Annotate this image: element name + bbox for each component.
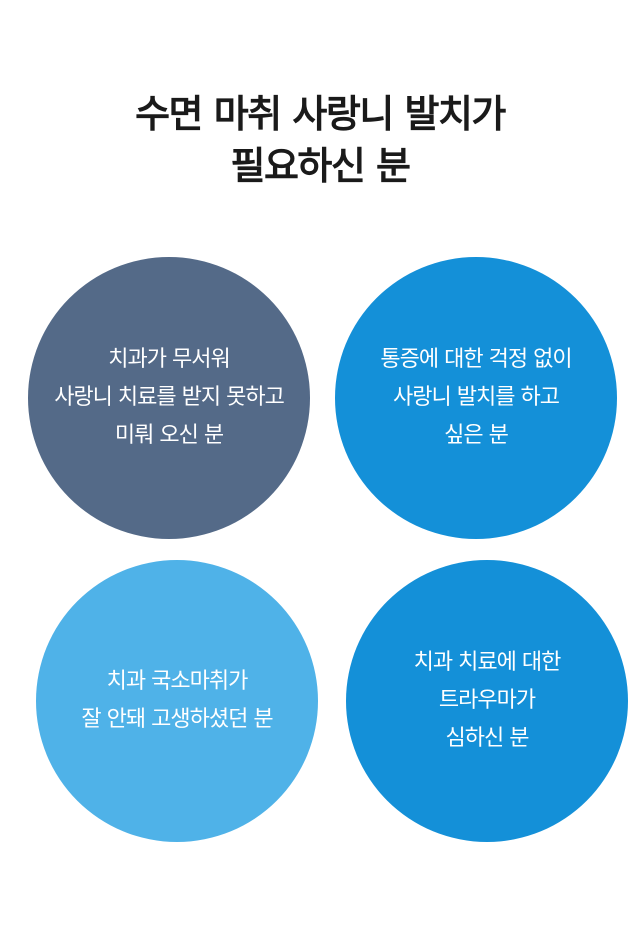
circle-text-line: 미뤄 오신 분 [114, 423, 224, 448]
circle-text-line: 사랑니 발치를 하고 [393, 385, 560, 410]
circle-text-line: 트라우마가 [438, 688, 536, 713]
circle-local-anesthesia-trouble: 치과 국소마취가 잘 안돼 고생하셨던 분 [36, 560, 318, 842]
page-title-line-1: 수면 마취 사랑니 발치가 [135, 92, 506, 136]
circle-dental-trauma: 치과 치료에 대한 트라우마가 심하신 분 [346, 560, 628, 842]
circle-text-line: 심하신 분 [445, 726, 530, 751]
page-title-line-2: 필요하신 분 [230, 144, 411, 188]
circle-text-line: 치과 치료에 대한 [413, 650, 562, 675]
circle-text-line: 사랑니 치료를 받지 못하고 [54, 385, 285, 410]
circle-text-line: 치과 국소마취가 [106, 669, 249, 694]
circle-no-pain-worry: 통증에 대한 걱정 없이 사랑니 발치를 하고 싶은 분 [335, 257, 617, 539]
circle-text-line: 통증에 대한 걱정 없이 [380, 347, 572, 372]
circle-text-line: 싶은 분 [444, 423, 509, 448]
circle-text-line: 치과가 무서워 [108, 347, 230, 372]
circle-fear-of-dentist: 치과가 무서워 사랑니 치료를 받지 못하고 미뤄 오신 분 [28, 257, 310, 539]
page-title: 수면 마취 사랑니 발치가 필요하신 분 [0, 88, 640, 192]
circle-text-line: 잘 안돼 고생하셨던 분 [81, 707, 273, 732]
